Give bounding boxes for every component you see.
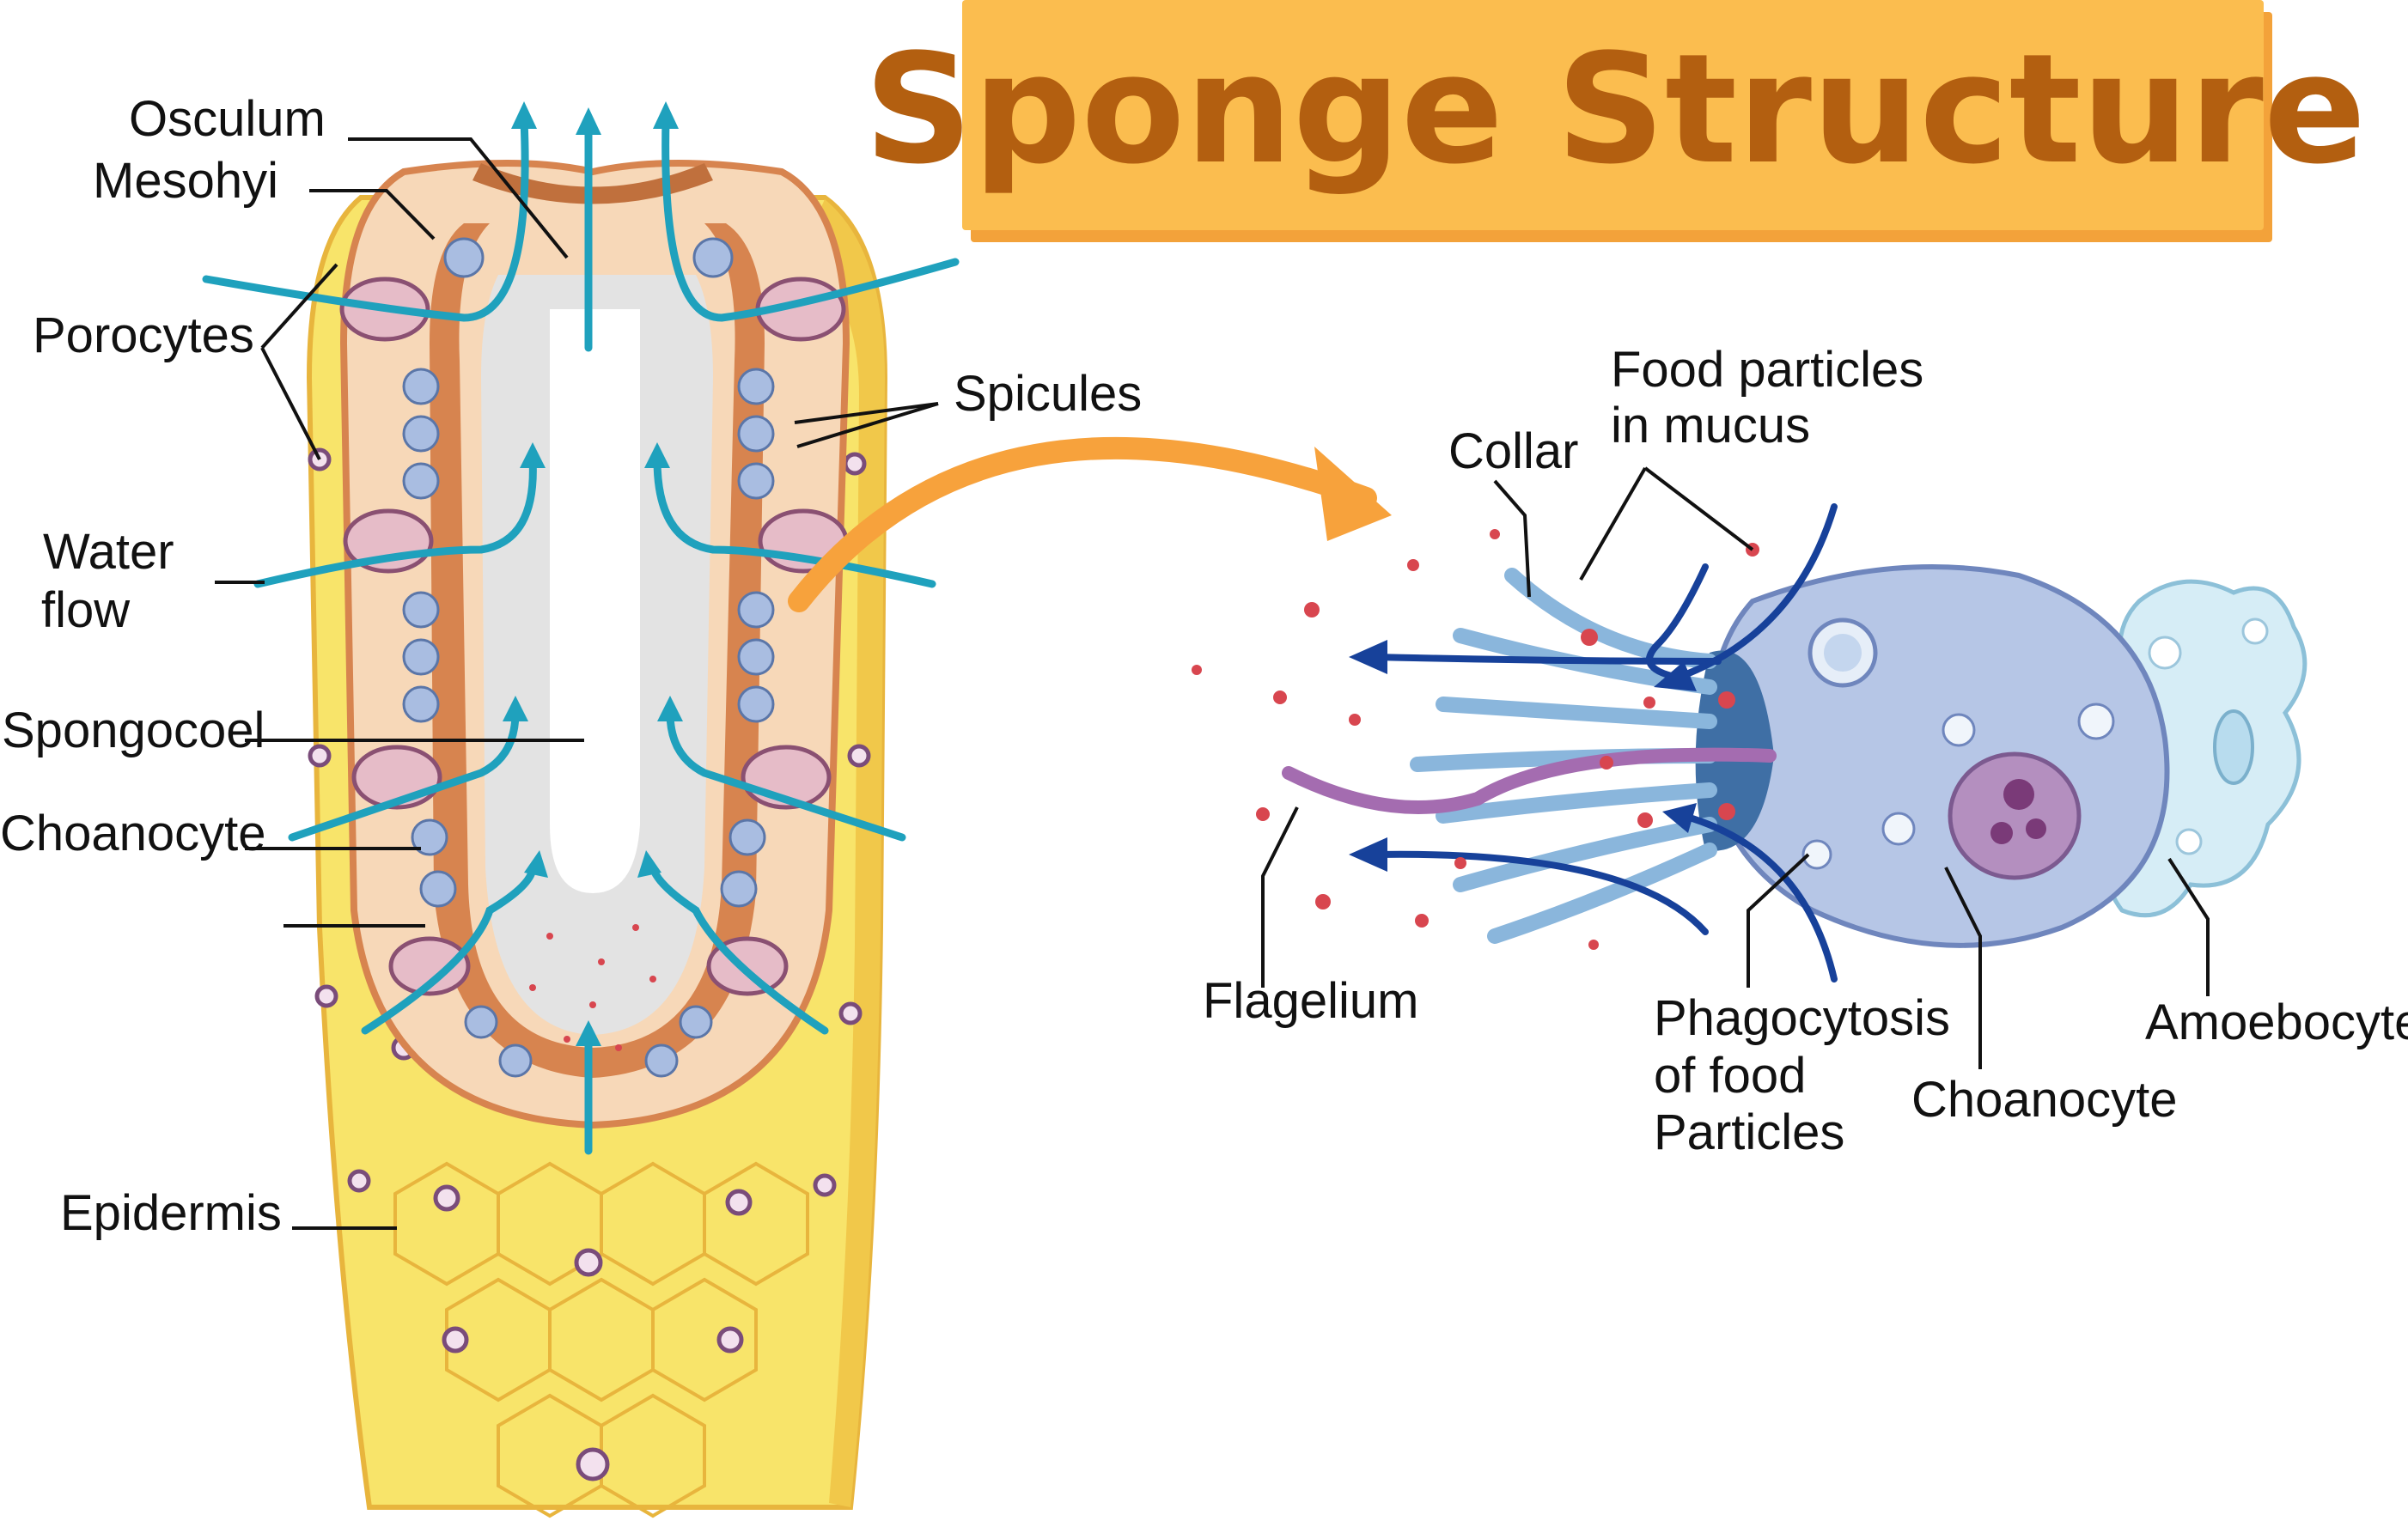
page-title: Sponge Structure [864, 21, 2366, 198]
choanocyte-detail [1192, 503, 2307, 983]
label-choanocyte-left: Choanocyte [0, 806, 266, 861]
label-phagocytosis-3: Particles [1654, 1104, 1844, 1160]
label-spongocoel: Spongocoel [2, 703, 265, 758]
title-banner: Sponge Structure [864, 0, 2366, 242]
label-flagellum: Flagelium [1203, 973, 1418, 1029]
leader-lines [215, 137, 2210, 1230]
label-choanocyte-right: Choanocyte [1911, 1072, 2178, 1128]
choanocyte-cell-body [1706, 564, 2170, 948]
label-epidermis: Epidermis [60, 1185, 282, 1241]
label-collar: Collar [1448, 423, 1579, 479]
label-phagocytosis-2: of food [1654, 1048, 1806, 1104]
label-mesohyl: Mesohyi [93, 153, 278, 209]
current-arrows [1349, 503, 1838, 983]
water-flow-arrows [202, 101, 960, 1155]
nucleus [1948, 751, 2082, 880]
label-amoebocyte: Amoebocyte [2145, 995, 2408, 1050]
label-spicules: Spicules [954, 366, 1142, 422]
label-flow: flow [41, 582, 131, 638]
label-osculum: Osculum [129, 91, 326, 147]
label-water: Water [43, 524, 174, 580]
label-food-particles-2: in mucus [1611, 398, 1810, 453]
curved-orange-arrow-icon [788, 436, 1392, 612]
sponge-body [306, 160, 888, 1518]
food-particles [1192, 529, 1759, 950]
flagellum [1282, 747, 1777, 814]
label-food-particles-1: Food particles [1611, 342, 1923, 398]
labels: Osculum Mesohyi Porocytes Water flow Spo… [0, 91, 2408, 1241]
label-phagocytosis-1: Phagocytosis [1654, 990, 1950, 1046]
choanocyte-layer [430, 223, 765, 1078]
label-porocytes: Porocytes [33, 307, 254, 363]
